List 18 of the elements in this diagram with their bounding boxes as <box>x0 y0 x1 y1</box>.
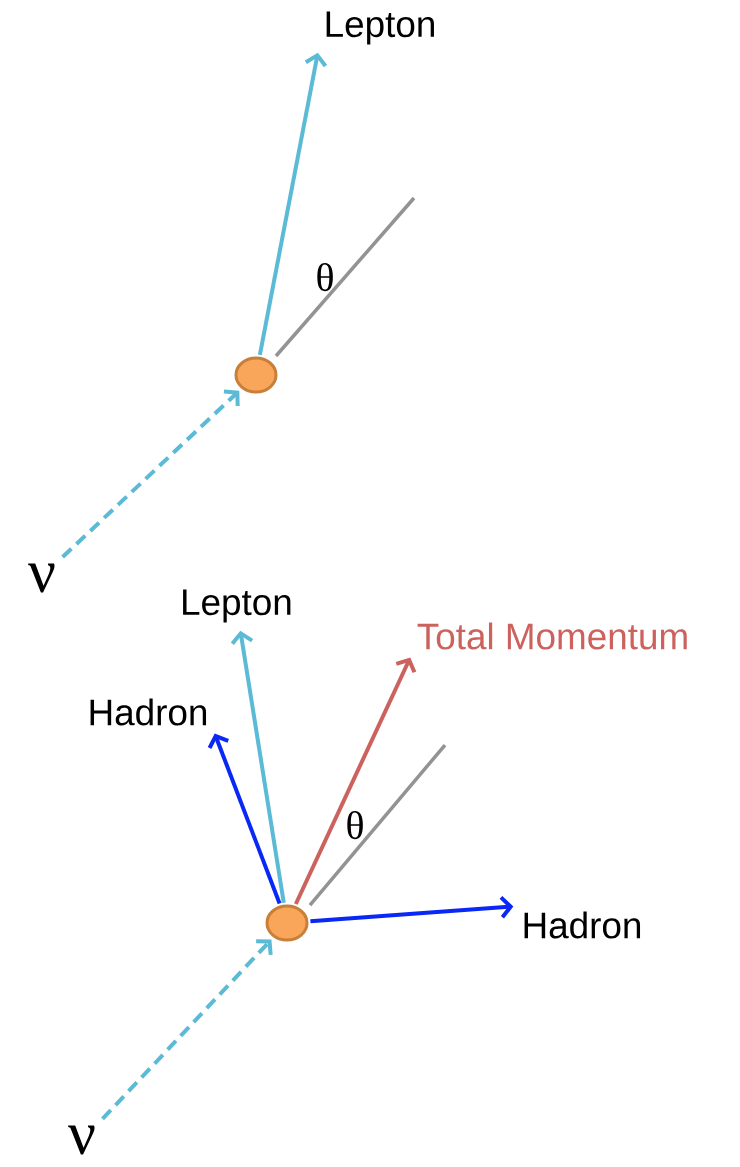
angle-label: θ <box>347 810 363 840</box>
arrow <box>207 733 282 905</box>
arrow <box>101 939 273 1121</box>
text-label: ν <box>28 563 55 593</box>
arrow <box>257 52 328 356</box>
arrow <box>230 630 286 904</box>
arrow <box>310 895 514 924</box>
vertex-dot <box>265 904 309 942</box>
particle-label: Lepton <box>326 11 434 45</box>
text-label: ν <box>68 1125 95 1155</box>
angle-label: θ <box>317 262 333 292</box>
arrow <box>61 389 240 559</box>
arrow <box>294 657 417 905</box>
particle-label: Hadron <box>90 698 207 726</box>
particle-label: Lepton <box>183 589 291 623</box>
vertex-dot <box>234 356 278 394</box>
particle-label: Total Momentum <box>417 622 687 650</box>
particle-label: Hadron <box>524 911 641 939</box>
